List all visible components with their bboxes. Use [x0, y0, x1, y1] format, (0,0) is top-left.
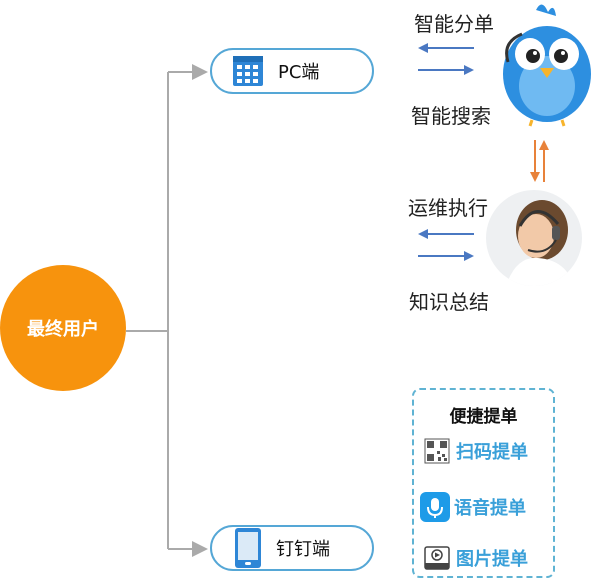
- dingtalk-channel-label: 钉钉端: [276, 539, 330, 560]
- voice-ticket-label: 语音提单: [454, 498, 526, 519]
- bot-exchange-arrows: [418, 43, 474, 75]
- quick-ticket-panel: 便捷提单 扫码提单 语音提单 图片提单: [412, 388, 555, 578]
- quick-ticket-title: 便捷提单: [449, 407, 518, 427]
- microphone-icon: [420, 492, 450, 522]
- support-agent-avatar: [486, 190, 582, 286]
- scan-ticket-label: 扫码提单: [456, 442, 528, 463]
- agent-top-label: 运维执行: [408, 196, 488, 220]
- image-icon: [424, 546, 450, 570]
- scan-ticket-option[interactable]: 扫码提单: [424, 438, 528, 464]
- bot-agent-arrows: [530, 140, 549, 182]
- pc-channel-node[interactable]: PC端: [210, 48, 374, 94]
- pc-channel-label: PC端: [278, 62, 320, 83]
- bird-bot-avatar: [503, 4, 591, 127]
- agent-bottom-label: 知识总结: [409, 290, 489, 314]
- image-ticket-label: 图片提单: [456, 549, 528, 570]
- dingtalk-channel-node[interactable]: 钉钉端: [210, 525, 374, 571]
- calendar-grid-icon: [233, 56, 263, 86]
- image-ticket-option[interactable]: 图片提单: [424, 545, 528, 571]
- bot-top-label: 智能分单: [414, 12, 494, 36]
- agent-exchange-arrows: [418, 229, 474, 261]
- voice-ticket-option[interactable]: 语音提单: [420, 492, 526, 522]
- qr-code-icon: [424, 438, 450, 464]
- end-user-label: 最终用户: [27, 319, 99, 340]
- bot-bottom-label: 智能搜索: [411, 104, 491, 128]
- mobile-phone-icon: [235, 528, 261, 568]
- end-user-node: 最终用户: [0, 265, 126, 391]
